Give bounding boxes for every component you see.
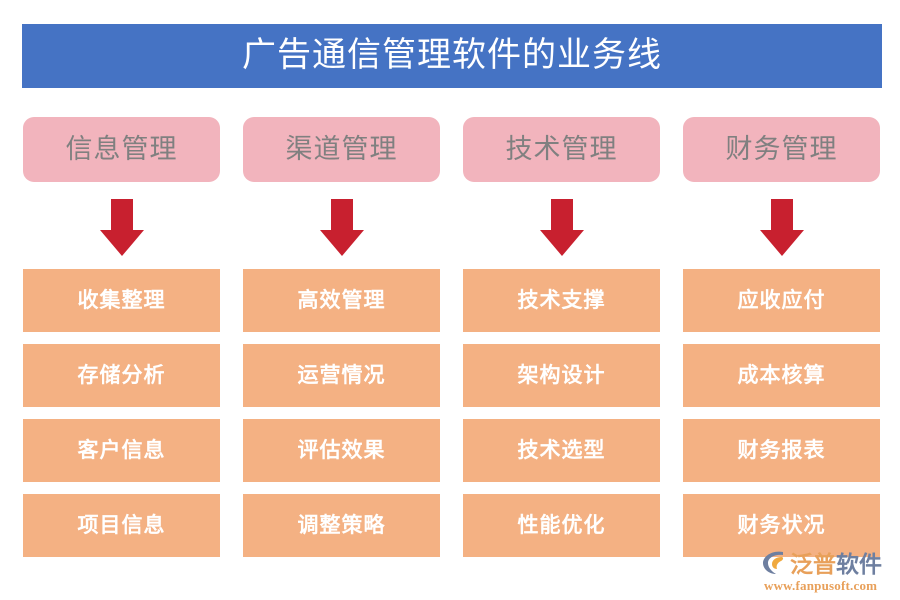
item-box[interactable]: 运营情况: [243, 344, 440, 407]
item-label: 财务报表: [737, 438, 826, 462]
item-box[interactable]: 财务报表: [683, 419, 880, 482]
column-header-box-0[interactable]: 信息管理: [23, 117, 220, 182]
column-header-box-3[interactable]: 财务管理: [683, 117, 880, 182]
item-label: 运营情况: [297, 363, 386, 387]
item-box[interactable]: 成本核算: [683, 344, 880, 407]
column-items-2: 技术支撑 架构设计 技术选型 性能优化: [463, 269, 660, 557]
column-header-label-0: 信息管理: [65, 134, 178, 164]
item-label: 性能优化: [517, 513, 606, 537]
business-line-column-0: 信息管理 收集整理 存储分析 客户信息 项目信息: [23, 117, 220, 557]
item-label: 应收应付: [737, 288, 826, 312]
business-line-column-1: 渠道管理 高效管理 运营情况 评估效果 调整策略: [243, 117, 440, 557]
column-header-box-1[interactable]: 渠道管理: [243, 117, 440, 182]
column-items-0: 收集整理 存储分析 客户信息 项目信息: [23, 269, 220, 557]
item-box[interactable]: 技术支撑: [463, 269, 660, 332]
item-box[interactable]: 评估效果: [243, 419, 440, 482]
title-banner: 广告通信管理软件的业务线: [22, 24, 882, 88]
item-box[interactable]: 收集整理: [23, 269, 220, 332]
column-header-label-3: 财务管理: [725, 134, 838, 164]
fanpu-swoosh-icon: [762, 550, 788, 580]
logo-brand-secondary: 软件: [836, 552, 882, 577]
logo-brand-primary: 泛普: [790, 552, 836, 577]
business-line-column-3: 财务管理 应收应付 成本核算 财务报表 财务状况: [683, 117, 880, 557]
brand-logo[interactable]: 泛普 软件 www.fanpusoft.com: [762, 551, 888, 593]
business-line-column-2: 技术管理 技术支撑 架构设计 技术选型 性能优化: [463, 117, 660, 557]
item-label: 成本核算: [737, 363, 826, 387]
item-label: 项目信息: [77, 513, 166, 537]
item-box[interactable]: 技术选型: [463, 419, 660, 482]
item-box[interactable]: 性能优化: [463, 494, 660, 557]
logo-wordmark: 泛普 软件: [762, 551, 888, 578]
column-items-1: 高效管理 运营情况 评估效果 调整策略: [243, 269, 440, 557]
item-label: 存储分析: [77, 363, 166, 387]
item-label: 技术支撑: [517, 288, 606, 312]
item-label: 架构设计: [517, 363, 606, 387]
item-box[interactable]: 存储分析: [23, 344, 220, 407]
item-box[interactable]: 应收应付: [683, 269, 880, 332]
item-box[interactable]: 高效管理: [243, 269, 440, 332]
arrow-down-icon: [683, 198, 880, 256]
item-box[interactable]: 客户信息: [23, 419, 220, 482]
item-label: 财务状况: [737, 513, 826, 537]
item-box[interactable]: 架构设计: [463, 344, 660, 407]
item-box[interactable]: 财务状况: [683, 494, 880, 557]
column-header-label-2: 技术管理: [505, 134, 618, 164]
item-label: 高效管理: [297, 288, 386, 312]
column-header-box-2[interactable]: 技术管理: [463, 117, 660, 182]
arrow-down-icon: [23, 198, 220, 256]
item-box[interactable]: 调整策略: [243, 494, 440, 557]
arrow-down-icon: [463, 198, 660, 256]
item-label: 调整策略: [297, 513, 386, 537]
item-label: 收集整理: [77, 288, 166, 312]
item-box[interactable]: 项目信息: [23, 494, 220, 557]
column-items-3: 应收应付 成本核算 财务报表 财务状况: [683, 269, 880, 557]
page-title: 广告通信管理软件的业务线: [242, 37, 662, 74]
item-label: 评估效果: [297, 438, 386, 462]
item-label: 客户信息: [77, 438, 166, 462]
logo-url: www.fanpusoft.com: [764, 578, 878, 593]
item-label: 技术选型: [517, 438, 606, 462]
column-header-label-1: 渠道管理: [285, 134, 398, 164]
arrow-down-icon: [243, 198, 440, 256]
